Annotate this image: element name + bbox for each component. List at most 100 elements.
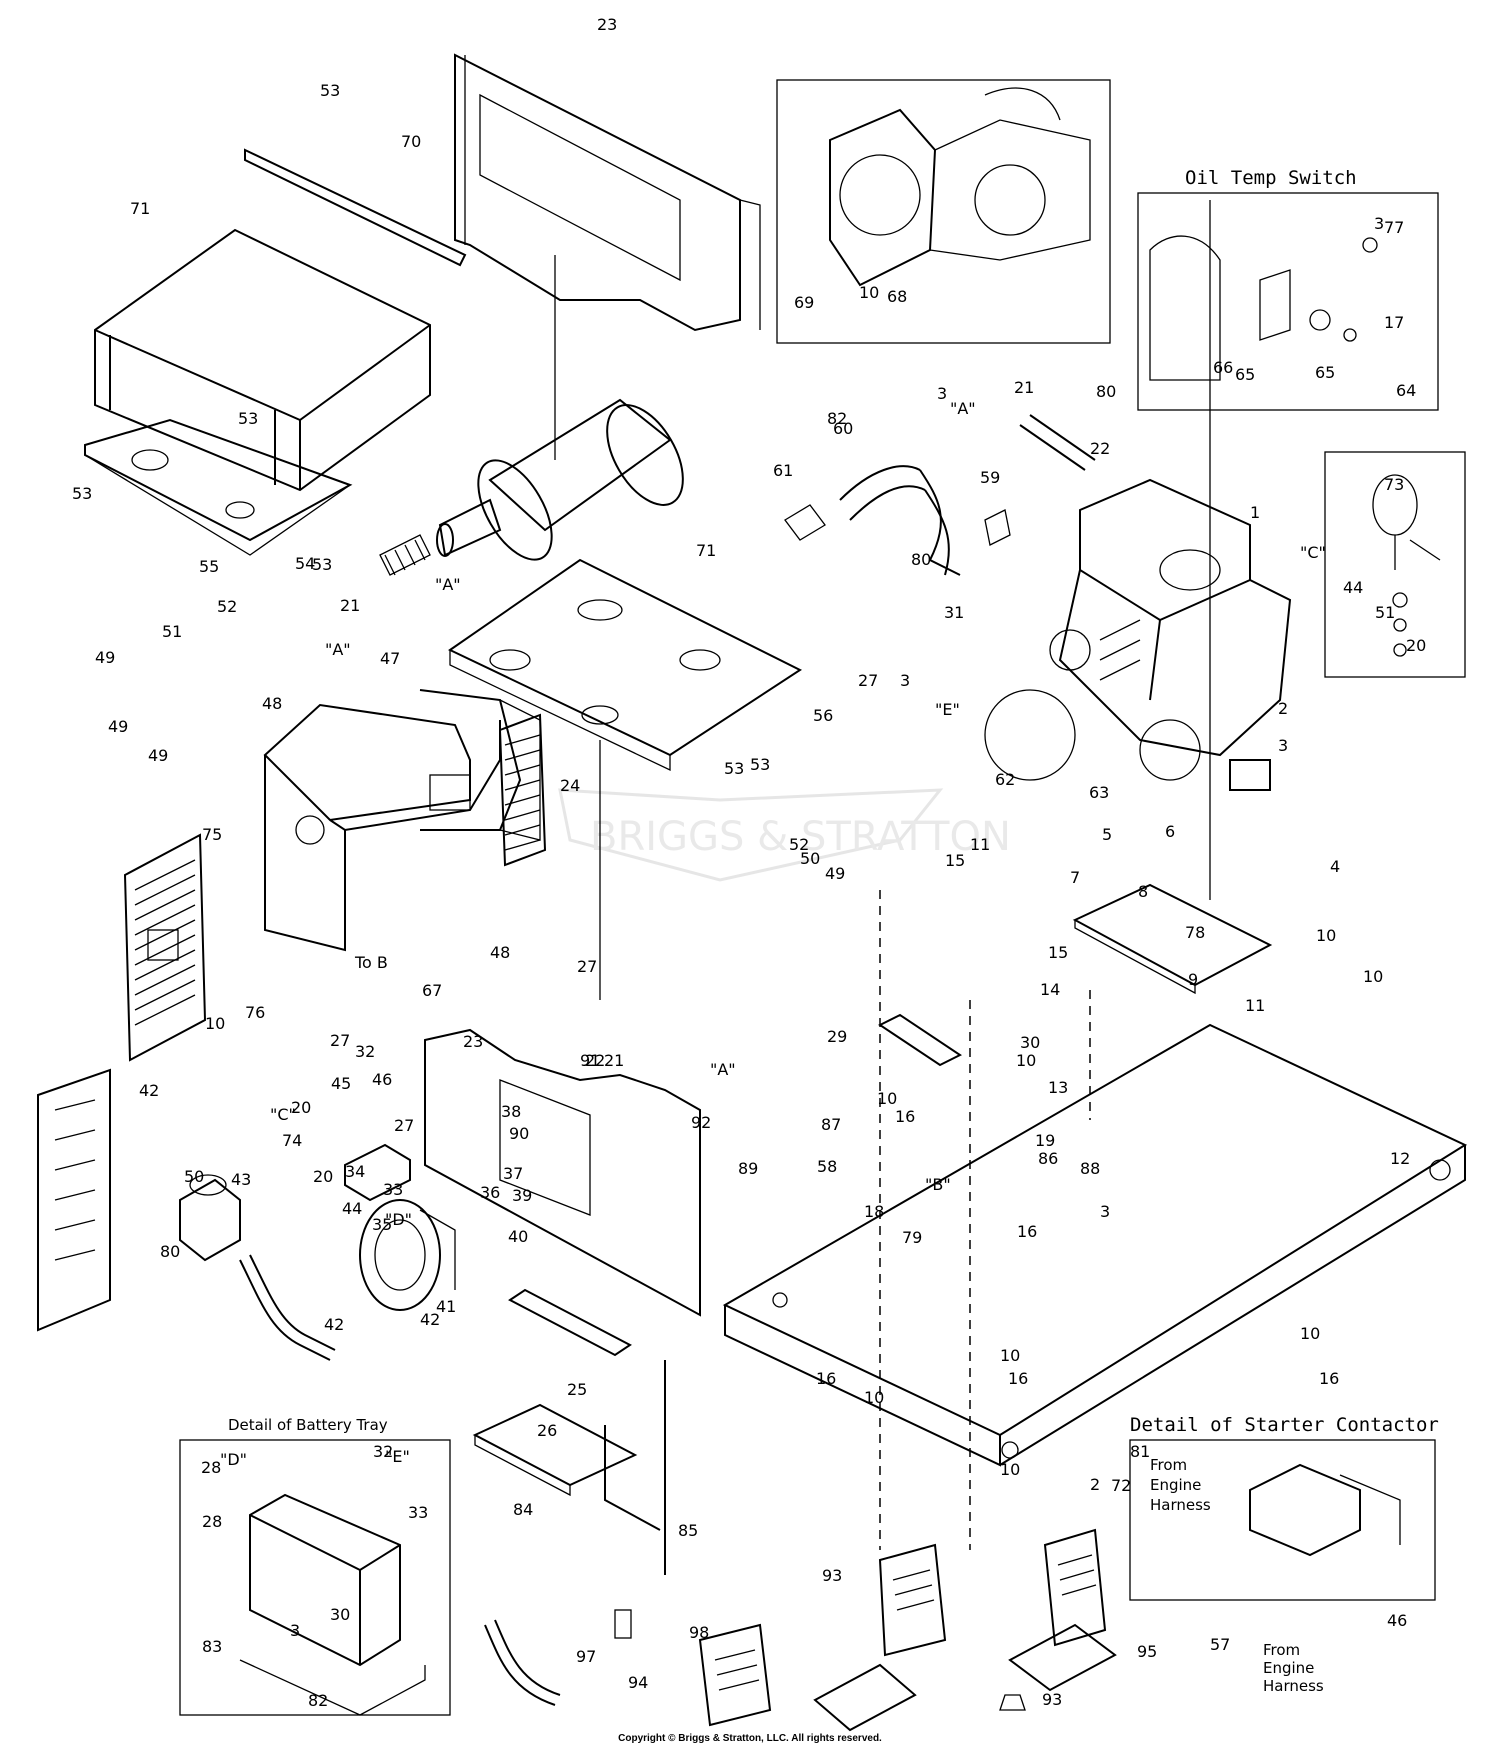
- muffler-69: [436, 398, 684, 561]
- callout-76: 76: [245, 1003, 265, 1022]
- control-panel-41: [37, 1068, 111, 1332]
- manual-93: [698, 1623, 772, 1727]
- hose-94: [484, 1619, 561, 1706]
- callout-69: 69: [794, 293, 814, 312]
- callout-1: 1: [1250, 503, 1260, 522]
- callout-22: 22: [1090, 439, 1110, 458]
- callout-53: 53: [312, 555, 332, 574]
- callout-81: 81: [1130, 1442, 1150, 1461]
- fan-grille-24: [498, 713, 547, 867]
- harness-note-2-line1: From: [1263, 1641, 1300, 1659]
- callout-20: 20: [313, 1167, 333, 1186]
- callout-47: 47: [380, 649, 400, 668]
- exhaust-pipes: [784, 465, 1011, 576]
- engine-mount-plate-6: [1072, 883, 1273, 995]
- callout-74: 74: [282, 1131, 302, 1150]
- callout-71: 71: [130, 199, 150, 218]
- callout-16: 16: [1008, 1369, 1028, 1388]
- callout-23: 23: [463, 1032, 483, 1051]
- callout-11: 11: [1245, 996, 1265, 1015]
- callout-21: 21: [604, 1051, 624, 1070]
- callout-10: 10: [1363, 967, 1383, 986]
- parts-bag-97: [813, 1663, 917, 1732]
- callout-85: 85: [678, 1521, 698, 1540]
- alternator-65: [263, 689, 541, 952]
- starter-contactor-title: Detail of Starter Contactor: [1130, 1414, 1439, 1436]
- battery-rod-83: [604, 1360, 666, 1575]
- callout-44: 44: [1343, 578, 1363, 597]
- callout-28: 28: [201, 1458, 221, 1477]
- callout-10: 10: [1000, 1346, 1020, 1365]
- callout-90: 90: [509, 1124, 529, 1143]
- callout-42: 42: [420, 1310, 440, 1329]
- callout-15: 15: [1048, 943, 1068, 962]
- callout-15: 15: [945, 851, 965, 870]
- callout-95: 95: [1137, 1642, 1157, 1661]
- copyright-notice: Copyright © Briggs & Stratton, LLC. All …: [618, 1733, 882, 1744]
- callout-26: 26: [537, 1421, 557, 1440]
- oil-temp-switch-detail-box: [1137, 192, 1439, 411]
- callout-86: 86: [1038, 1149, 1058, 1168]
- battery-29: [239, 1493, 426, 1716]
- callout-33: 33: [408, 1503, 428, 1522]
- callout-9: 9: [1188, 970, 1198, 989]
- callout-21: 21: [340, 596, 360, 615]
- callout-51: 51: [162, 622, 182, 641]
- fuel-fitting-detail: [1372, 474, 1441, 657]
- connector-a-3: "A": [950, 399, 976, 418]
- callout-43: 43: [231, 1170, 251, 1189]
- callout-3: 3: [290, 1621, 300, 1640]
- callout-46: 46: [372, 1070, 392, 1089]
- callout-55: 55: [199, 557, 219, 576]
- knob-91: [999, 1694, 1026, 1711]
- callout-27: 27: [858, 671, 878, 690]
- callout-33: 33: [383, 1180, 403, 1199]
- callout-44: 44: [342, 1199, 362, 1218]
- callout-29: 29: [827, 1027, 847, 1046]
- callout-91: 91: [580, 1051, 600, 1070]
- callout-10: 10: [205, 1014, 225, 1033]
- callout-98: 98: [689, 1623, 709, 1642]
- callout-71: 71: [696, 541, 716, 560]
- callout-65: 65: [1315, 363, 1335, 382]
- engine-fan-housing-detail: [829, 87, 1091, 287]
- fuel-line-77: [1019, 414, 1096, 471]
- harness-note-2-line3: Harness: [1263, 1677, 1324, 1695]
- connector-a-2: "A": [325, 640, 351, 659]
- callout-56: 56: [813, 706, 833, 725]
- callout-23: 23: [597, 15, 617, 34]
- connector-to-b: To B: [354, 953, 388, 972]
- callout-79: 79: [902, 1228, 922, 1247]
- callout-30: 30: [330, 1605, 350, 1624]
- callout-54: 54: [295, 554, 315, 573]
- callout-6: 6: [1165, 822, 1175, 841]
- callout-48: 48: [490, 943, 510, 962]
- callout-52: 52: [789, 835, 809, 854]
- connector-e-2: "E": [385, 1447, 410, 1466]
- callout-10: 10: [864, 1388, 884, 1407]
- callout-20: 20: [1406, 636, 1426, 655]
- callout-59: 59: [980, 468, 1000, 487]
- callout-10: 10: [1016, 1051, 1036, 1070]
- fuel-fitting-detail-box: [1324, 451, 1466, 678]
- base-tray-52-upper: [84, 418, 353, 556]
- callout-21: 21: [1014, 378, 1034, 397]
- callout-72: 72: [1111, 1476, 1131, 1495]
- callout-58: 58: [817, 1157, 837, 1176]
- callout-94: 94: [628, 1673, 648, 1692]
- callout-34: 34: [345, 1162, 365, 1181]
- callout-25: 25: [567, 1380, 587, 1399]
- callout-42: 42: [324, 1315, 344, 1334]
- callout-46: 46: [1387, 1611, 1407, 1630]
- callout-45: 45: [331, 1074, 351, 1093]
- callout-32: 32: [355, 1042, 375, 1061]
- connector-c-2: "C": [270, 1105, 296, 1124]
- mount-bracket-19: [878, 1013, 962, 1067]
- callout-37: 37: [503, 1164, 523, 1183]
- connector-d-2: "D": [220, 1450, 247, 1469]
- callout-82: 82: [827, 409, 847, 428]
- callout-11: 11: [970, 835, 990, 854]
- callout-16: 16: [816, 1369, 836, 1388]
